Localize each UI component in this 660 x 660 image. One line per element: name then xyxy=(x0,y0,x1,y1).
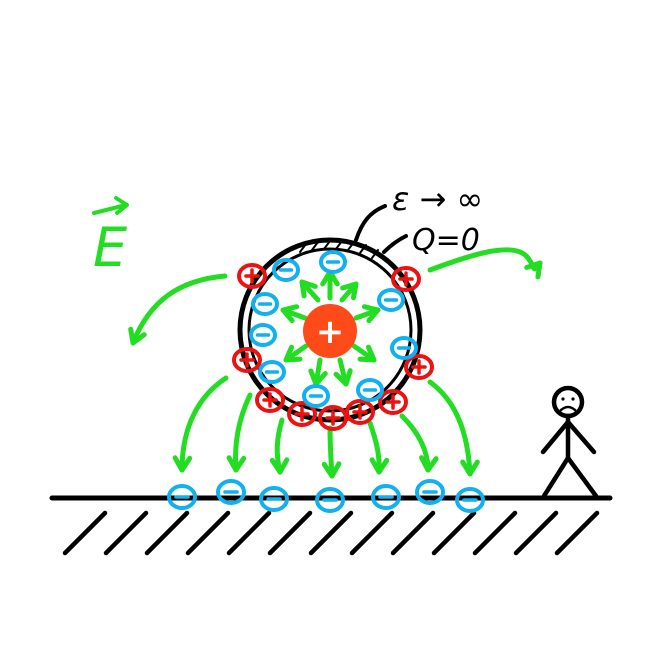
plus-icon: + xyxy=(316,312,345,352)
positive-charge xyxy=(318,405,348,431)
ground-hatching xyxy=(62,510,600,556)
negative-charge xyxy=(272,258,300,282)
arrow-icon xyxy=(280,304,300,324)
negative-charge xyxy=(216,479,246,505)
negative-charge xyxy=(455,487,485,513)
positive-charge xyxy=(237,263,267,289)
charge-annotation: Q=0 xyxy=(412,223,480,258)
stick-figure-icon xyxy=(540,385,599,499)
arrow-icon xyxy=(524,260,543,280)
permittivity-annotation: ε → ∞ xyxy=(392,180,483,218)
negative-charge xyxy=(167,484,197,510)
conducting-shell xyxy=(237,237,423,423)
negative-charge xyxy=(315,487,345,513)
field-label-text: E xyxy=(93,216,128,279)
positive-charge xyxy=(345,399,375,425)
arrow-icon xyxy=(321,461,342,479)
field-arrow xyxy=(283,343,309,363)
field-arrow xyxy=(333,357,353,387)
arrow-icon xyxy=(340,281,359,301)
field-arrow xyxy=(353,304,381,324)
field-arrow xyxy=(226,392,253,473)
field-arrow xyxy=(399,413,439,473)
arrow-icon xyxy=(172,455,193,473)
arrow-icon xyxy=(369,457,390,475)
positive-charge xyxy=(378,389,408,415)
field-arrow xyxy=(321,425,342,479)
point-charge: + xyxy=(303,304,357,358)
positive-charge xyxy=(287,401,317,427)
arrow-icon xyxy=(361,304,381,324)
field-arrow xyxy=(172,375,229,473)
arrow-icon xyxy=(357,344,377,363)
positive-charge xyxy=(255,387,285,413)
arrow-icon xyxy=(299,279,318,299)
ground xyxy=(49,495,613,556)
arrow-icon xyxy=(460,459,480,477)
negative-charge xyxy=(259,486,289,512)
arrow-icon xyxy=(226,455,247,473)
annotations: ε → ∞ Q=0 xyxy=(354,180,483,258)
negative-charge xyxy=(415,479,445,505)
field-arrow xyxy=(128,273,228,346)
negative-charge xyxy=(258,360,286,384)
field-arrow xyxy=(269,417,290,475)
arrow-icon xyxy=(283,344,303,363)
field-arrow xyxy=(427,379,480,477)
field-arrow xyxy=(339,281,359,303)
arrow-icon xyxy=(269,457,290,475)
arrow-icon xyxy=(333,368,353,387)
positive-charge xyxy=(391,266,421,292)
field-arrow xyxy=(320,269,340,301)
induced-charges xyxy=(232,250,434,431)
field-arrow xyxy=(308,357,328,387)
field-arrow xyxy=(351,343,377,363)
negative-charge xyxy=(371,484,401,510)
positive-charge xyxy=(232,347,262,373)
field-label: E xyxy=(92,196,129,279)
negative-charge xyxy=(302,384,330,408)
field-arrow xyxy=(367,420,390,475)
negative-charge xyxy=(251,292,279,316)
negative-charge xyxy=(356,378,384,402)
negative-charge xyxy=(377,288,405,312)
arrow-icon xyxy=(128,326,147,346)
field-arrow xyxy=(427,247,543,280)
positive-charge xyxy=(404,354,434,380)
ground-induced-charges xyxy=(167,479,485,513)
negative-charge xyxy=(249,323,277,347)
arrow-icon xyxy=(419,455,439,473)
negative-charge xyxy=(319,250,347,274)
field-arrow xyxy=(299,279,321,303)
electric-field-lines xyxy=(128,247,543,479)
field-arrow xyxy=(280,304,308,324)
negative-charge xyxy=(390,336,418,360)
